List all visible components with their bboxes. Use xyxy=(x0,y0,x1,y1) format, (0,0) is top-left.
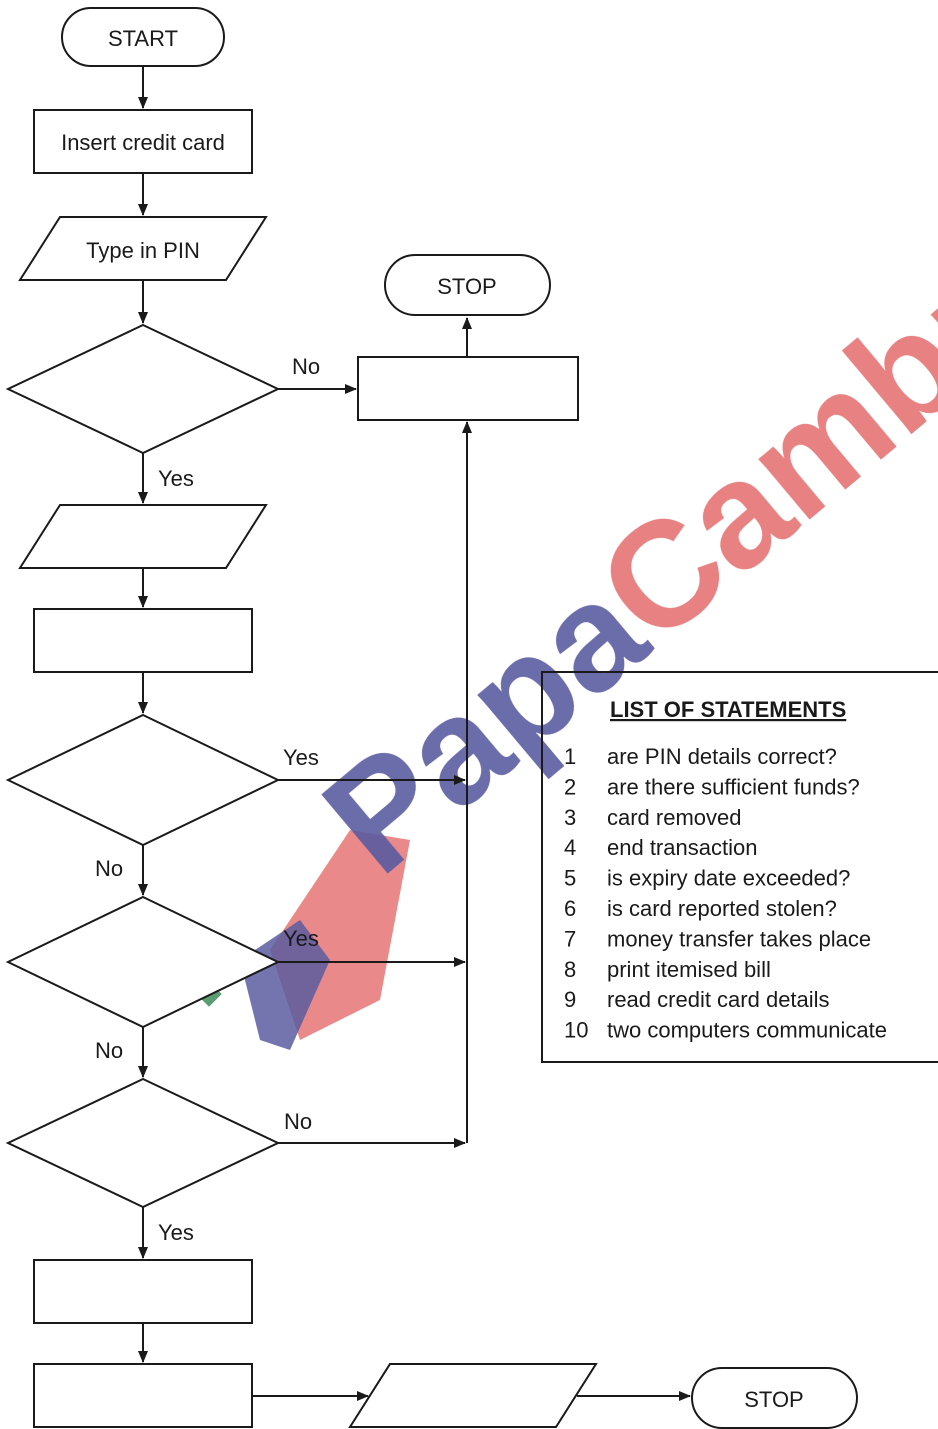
edge-label-no: No xyxy=(284,1109,312,1134)
statement-number: 4 xyxy=(564,835,576,860)
statement-number: 1 xyxy=(564,744,576,769)
process-blank-1[interactable] xyxy=(33,608,253,673)
stop-bottom-label: STOP xyxy=(744,1387,804,1412)
statement-text: print itemised bill xyxy=(607,957,771,982)
stop-top-terminator: STOP xyxy=(384,254,551,316)
edge-label-no: No xyxy=(95,856,123,881)
statement-text: card removed xyxy=(607,805,742,830)
stop-bottom-terminator: STOP xyxy=(691,1367,858,1429)
decision-4-blank[interactable] xyxy=(5,1077,281,1209)
statement-number: 2 xyxy=(564,774,576,799)
stop-top-label: STOP xyxy=(437,274,497,299)
process-top-right-blank[interactable] xyxy=(357,356,579,421)
process-blank-2[interactable] xyxy=(33,1259,253,1324)
statement-text: two computers communicate xyxy=(607,1018,887,1043)
edge-label-no: No xyxy=(95,1038,123,1063)
edge-label-yes: Yes xyxy=(283,745,319,770)
decision-2-blank[interactable] xyxy=(5,713,281,847)
statement-number: 10 xyxy=(564,1018,588,1043)
statement-text: are there sufficient funds? xyxy=(607,774,860,799)
statement-number: 6 xyxy=(564,896,576,921)
start-terminator: START xyxy=(61,7,225,67)
statement-text: is expiry date exceeded? xyxy=(607,866,850,891)
statement-number: 7 xyxy=(564,926,576,951)
watermark-logo-blue xyxy=(240,920,330,1050)
io-blank-2[interactable] xyxy=(348,1363,598,1428)
statements-panel: LIST OF STATEMENTS 1 are PIN details corr… xyxy=(541,671,938,1063)
edge-label-yes: Yes xyxy=(158,466,194,491)
io-blank-1[interactable] xyxy=(18,504,268,569)
edge-label-yes: Yes xyxy=(283,926,319,951)
statement-number: 3 xyxy=(564,805,576,830)
insert-card-label: Insert credit card xyxy=(61,130,225,155)
insert-card-process: Insert credit card xyxy=(33,109,253,174)
decision-3-blank[interactable] xyxy=(5,895,281,1029)
statement-text: is card reported stolen? xyxy=(607,896,837,921)
statements-title: LIST OF STATEMENTS xyxy=(610,697,846,722)
statement-text: are PIN details correct? xyxy=(607,744,837,769)
statements-list: 1 are PIN details correct? 2 are there suff… xyxy=(564,744,887,1043)
edge-label-no: No xyxy=(292,354,320,379)
statement-number: 8 xyxy=(564,957,576,982)
decision-1-blank[interactable] xyxy=(5,323,281,455)
type-pin-input: Type in PIN xyxy=(18,216,268,281)
statement-number: 5 xyxy=(564,866,576,891)
statement-text: end transaction xyxy=(607,835,757,860)
edge-label-yes: Yes xyxy=(158,1220,194,1245)
statement-text: read credit card details xyxy=(607,987,830,1012)
process-blank-3[interactable] xyxy=(33,1363,253,1428)
statement-text: money transfer takes place xyxy=(607,926,871,951)
type-pin-label: Type in PIN xyxy=(86,238,200,263)
start-label: START xyxy=(108,26,178,51)
statement-number: 9 xyxy=(564,987,576,1012)
